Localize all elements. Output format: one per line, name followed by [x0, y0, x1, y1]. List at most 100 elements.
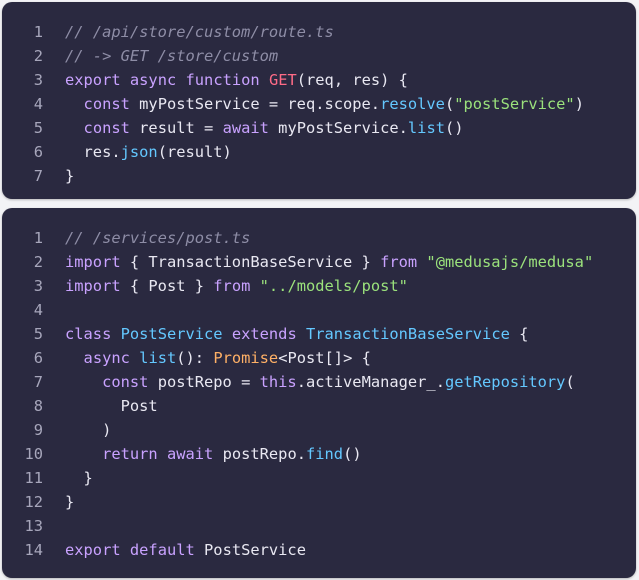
- code-token: list: [407, 119, 445, 137]
- code-token: [250, 277, 259, 295]
- code-token: [111, 325, 120, 343]
- code-token: { TransactionBaseService }: [120, 253, 381, 271]
- code-token: }: [65, 469, 93, 487]
- code-token: async: [83, 349, 130, 367]
- code-line: 12}: [2, 490, 636, 514]
- code-token: [65, 445, 102, 463]
- code-token: extends: [231, 325, 297, 343]
- line-number: 6: [33, 349, 43, 367]
- line-number: 13: [24, 517, 43, 535]
- line-number: 5: [33, 119, 43, 137]
- code-token: list: [139, 349, 177, 367]
- code-token: [158, 445, 167, 463]
- code-token: TransactionBaseService: [306, 325, 510, 343]
- line-number: 4: [33, 95, 43, 113]
- code-token: <Post[]> {: [278, 349, 371, 367]
- code-token: from: [380, 253, 418, 271]
- code-line: 7}: [2, 164, 636, 188]
- code-token: import: [65, 277, 121, 295]
- code-text: Post: [65, 394, 158, 418]
- code-line: 5 class PostService extends TransactionBa…: [2, 322, 636, 346]
- code-token: export: [65, 71, 121, 89]
- code-token: }: [65, 167, 75, 185]
- code-token: (req, res) {: [296, 71, 408, 89]
- line-number: 3: [33, 71, 43, 89]
- code-token: "postService": [454, 95, 575, 113]
- line-number: 1: [33, 229, 43, 247]
- code-token: import: [65, 253, 121, 271]
- code-token: resolve: [380, 95, 445, 113]
- code-text: const result = await myPostService.list(…: [65, 116, 464, 140]
- code-line: 1 // /api/store/custom/route.ts: [2, 20, 636, 44]
- code-text: const myPostService = req.scope.resolve(…: [65, 92, 584, 116]
- line-number: 9: [33, 421, 43, 439]
- code-token: postRepo =: [148, 373, 260, 391]
- code-line: 6 async list(): Promise<Post[]> {: [2, 346, 636, 370]
- code-line: 10 return await postRepo.find(): [2, 442, 636, 466]
- code-token: find: [305, 445, 344, 463]
- code-token: GET: [268, 71, 297, 89]
- line-number: 3: [33, 277, 43, 295]
- code-text: export async function GET(req, res) {: [65, 68, 408, 92]
- code-line: 7 const postRepo = this.activeManager_.g…: [2, 370, 636, 394]
- code-token: [130, 349, 139, 367]
- code-token: // /services/post.ts: [65, 229, 251, 247]
- line-number: 14: [24, 541, 43, 559]
- code-token: res.: [65, 143, 121, 161]
- code-line: 2// -> GET /store/custom: [2, 44, 636, 68]
- line-number: 1: [33, 23, 43, 41]
- code-token: ): [65, 421, 112, 439]
- code-token: class: [65, 325, 112, 343]
- code-text: res.json(result): [65, 140, 232, 164]
- code-token: PostService: [120, 325, 223, 343]
- code-text: ): [65, 418, 111, 442]
- line-number: 11: [24, 469, 43, 487]
- code-lines: 1 // /api/store/custom/route.ts 2// -> GET…: [2, 20, 636, 188]
- code-line: 9 ): [2, 418, 636, 442]
- code-line: 3 export async function GET(req, res) {: [2, 68, 636, 92]
- code-token: from: [213, 277, 251, 295]
- code-token: async: [129, 71, 177, 89]
- code-line: 1 // /services/post.ts: [2, 226, 636, 250]
- code-token: export: [65, 541, 121, 559]
- code-token: [176, 71, 185, 89]
- code-token: result =: [129, 119, 223, 137]
- code-token: ():: [176, 349, 214, 367]
- code-token: myPostService.: [268, 119, 408, 137]
- code-token: PostService: [194, 541, 306, 559]
- code-token: [65, 119, 84, 137]
- code-token: const: [83, 95, 130, 113]
- code-token: .activeManager_.: [296, 373, 445, 391]
- line-number: 5: [33, 325, 43, 343]
- code-token: postRepo.: [213, 445, 306, 463]
- code-token: this: [259, 373, 297, 391]
- line-number: 10: [24, 445, 43, 463]
- code-token: const: [102, 373, 149, 391]
- code-token: [65, 373, 102, 391]
- code-token: Promise: [213, 349, 279, 367]
- code-token: [121, 71, 130, 89]
- code-line: 4: [2, 298, 636, 322]
- code-line: 11 }: [2, 466, 636, 490]
- code-token: [121, 541, 130, 559]
- code-text: // /services/post.ts: [65, 226, 250, 250]
- line-number: 7: [33, 167, 43, 185]
- code-token: [65, 349, 84, 367]
- code-token: ): [574, 95, 584, 113]
- code-token: (: [565, 373, 575, 391]
- line-number: 4: [33, 301, 43, 319]
- code-token: const: [83, 119, 130, 137]
- code-block-route: 1 // /api/store/custom/route.ts 2// -> GET…: [2, 2, 636, 199]
- code-line: 4 const myPostService = req.scope.resolv…: [2, 92, 636, 116]
- code-token: getRepository: [444, 373, 566, 391]
- code-token: [65, 95, 84, 113]
- code-token: // /api/store/custom/route.ts: [65, 23, 334, 41]
- code-text: }: [65, 490, 74, 514]
- code-token: await: [222, 119, 269, 137]
- line-number: 6: [33, 143, 43, 161]
- code-text: async list(): Promise<Post[]> {: [65, 346, 371, 370]
